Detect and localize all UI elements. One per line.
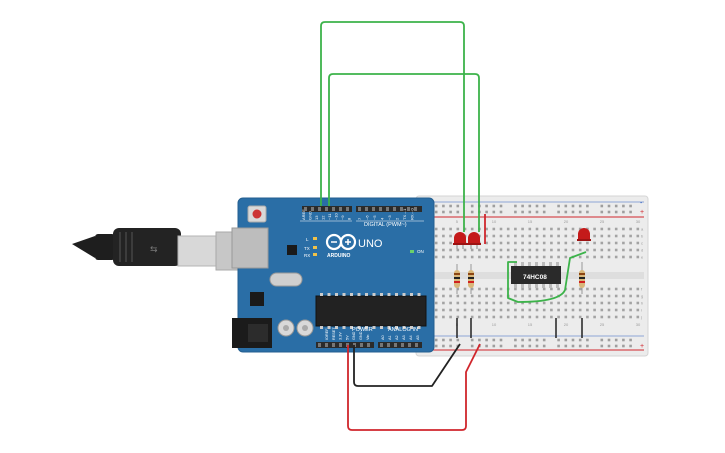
- wire-black-gnd[interactable]: [353, 343, 461, 387]
- row-letter: h: [641, 301, 643, 306]
- column-number: 10: [492, 219, 497, 224]
- column-number: 5: [456, 219, 459, 224]
- row-letter: j: [640, 315, 642, 320]
- usb-jack: [231, 227, 269, 269]
- power-pin-label: GND: [352, 331, 356, 340]
- digital-pin-label: ~3: [387, 215, 392, 220]
- resistor-3[interactable]: [579, 262, 585, 294]
- uno-label: UNO: [358, 238, 383, 250]
- wire-green-chip-led3[interactable]: [507, 251, 587, 303]
- digital-pin-label: ~5: [372, 215, 377, 220]
- led-leads: [456, 245, 478, 249]
- crystal-oscillator: [269, 272, 303, 287]
- digital-label: DIGITAL (PWM~): [364, 222, 407, 228]
- column-number: 25: [600, 322, 605, 327]
- small-ic: [287, 245, 297, 255]
- rail-minus-label: -: [640, 200, 643, 207]
- l-led-label: L: [306, 237, 309, 242]
- digital-pin-label: TX→1: [402, 208, 407, 220]
- usb-cable: ⇆: [72, 228, 267, 271]
- voltage-regulator: [250, 292, 264, 306]
- on-led-label: ON: [417, 249, 424, 254]
- column-number: 20: [564, 322, 569, 327]
- digital-pin-label: 13: [314, 215, 319, 220]
- rail-jumpers: [456, 318, 583, 338]
- analog-pin-label: A4: [409, 335, 413, 340]
- column-number: 30: [636, 219, 641, 224]
- column-number: 15: [528, 322, 533, 327]
- breadboard-holes: [427, 204, 640, 348]
- digital-pin-label: ~9: [340, 215, 345, 220]
- digital-pin-label: ~6: [365, 215, 370, 220]
- analog-label: ANALOG IN: [388, 327, 418, 333]
- column-number: 10: [492, 322, 497, 327]
- column-number: 20: [564, 219, 569, 224]
- arduino-logo-icon: [325, 233, 357, 251]
- digital-pin-label: 4: [380, 217, 385, 220]
- digital-pin-label: AREF: [301, 209, 306, 220]
- led-3[interactable]: [577, 228, 591, 241]
- analog-pin-label: A3: [402, 335, 406, 340]
- column-number: 30: [636, 322, 641, 327]
- wire-green-pin12-led2[interactable]: [328, 73, 480, 232]
- row-letter: f: [641, 287, 643, 292]
- usb-cable-end: [72, 236, 95, 258]
- analog-pin-label: A0: [381, 335, 385, 340]
- power-pin-label: Vin: [366, 335, 370, 340]
- analog-pin-label: A2: [395, 335, 399, 340]
- analog-pin-label: A1: [388, 335, 392, 340]
- column-number: 25: [600, 219, 605, 224]
- resistor-1[interactable]: [454, 264, 460, 294]
- power-pin-label: GND: [359, 331, 363, 340]
- chip-label: 74HC08: [523, 274, 547, 281]
- analog-pin-label: A5: [416, 335, 420, 340]
- digital-pin-label: 7: [357, 217, 362, 220]
- digital-pin-label: RX←0: [410, 207, 415, 220]
- usb-icon: ⇆: [150, 244, 158, 254]
- arduino-brand-label: ARDUINO: [327, 253, 350, 259]
- analog-header[interactable]: [378, 342, 422, 348]
- row-letter: i: [641, 308, 642, 313]
- power-label: POWER: [352, 327, 373, 333]
- power-pin-label: IOREF: [325, 328, 329, 340]
- ic-74hc08[interactable]: 74HC08: [511, 262, 561, 288]
- power-header[interactable]: [316, 342, 374, 348]
- row-letter: d: [641, 248, 643, 253]
- power-pin-label: 5V: [345, 335, 349, 340]
- digital-pin-label: ~11: [327, 213, 332, 220]
- row-letter: b: [641, 234, 644, 239]
- row-letter: c: [641, 241, 643, 246]
- power-pin-label: RESET: [332, 327, 336, 340]
- reset-button-cap[interactable]: [252, 209, 262, 219]
- wire-green-pin13-led1[interactable]: [320, 21, 465, 232]
- digital-pin-label: 12: [321, 215, 326, 220]
- row-letter: e: [641, 255, 644, 260]
- column-number: 15: [528, 219, 533, 224]
- led-1[interactable]: [453, 232, 467, 245]
- atmega-chip: [315, 295, 427, 327]
- digital-pin-label: ~10: [334, 212, 339, 220]
- rail-plus-label: +: [640, 209, 644, 216]
- led-2[interactable]: [467, 232, 481, 245]
- digital-pin-label: GND: [308, 211, 313, 220]
- row-letter: g: [641, 294, 643, 299]
- digital-pin-label: 8: [347, 217, 352, 220]
- digital-pin-label: 2: [395, 217, 400, 220]
- wires: [320, 21, 587, 431]
- power-pin-label: 3.3V: [339, 332, 343, 340]
- row-letter: a: [641, 227, 644, 232]
- rx-led-label: RX: [304, 253, 310, 258]
- resistor-2[interactable]: [468, 264, 474, 294]
- tx-led-label: TX: [304, 246, 310, 251]
- rail-plus-label-bottom: +: [640, 343, 644, 350]
- wire-red-5v[interactable]: [347, 343, 481, 431]
